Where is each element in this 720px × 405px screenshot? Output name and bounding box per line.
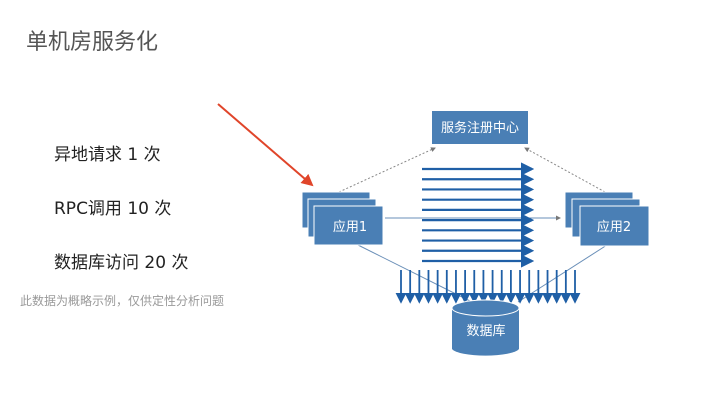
registry-box: 服务注册中心: [432, 111, 528, 144]
app2-registry-link: [524, 147, 606, 193]
app1-db-link: [357, 244, 473, 303]
slide-title: 单机房服务化: [26, 30, 159, 55]
footnote: 此数据为概略示例，仅供定性分析问题: [20, 294, 225, 308]
app2-db-link: [517, 244, 608, 303]
stat-remote-requests: 异地请求 1 次: [54, 145, 161, 165]
stat-db-access: 数据库访问 20 次: [54, 253, 189, 273]
app2-box: 应用2: [564, 191, 650, 247]
rpc-arrows: [422, 162, 535, 268]
stat-rpc-calls: RPC调用 10 次: [54, 199, 172, 219]
app1-box: 应用1: [301, 191, 384, 246]
registry-label: 服务注册中心: [441, 120, 519, 136]
highlight-arrow: [217, 103, 314, 187]
app1-label: 应用1: [333, 219, 367, 235]
database-label: 数据库: [466, 323, 505, 339]
app1-registry-link: [338, 147, 436, 193]
database-cylinder: 数据库: [451, 299, 520, 356]
db-arrows: [395, 270, 581, 304]
app2-label: 应用2: [597, 219, 631, 235]
